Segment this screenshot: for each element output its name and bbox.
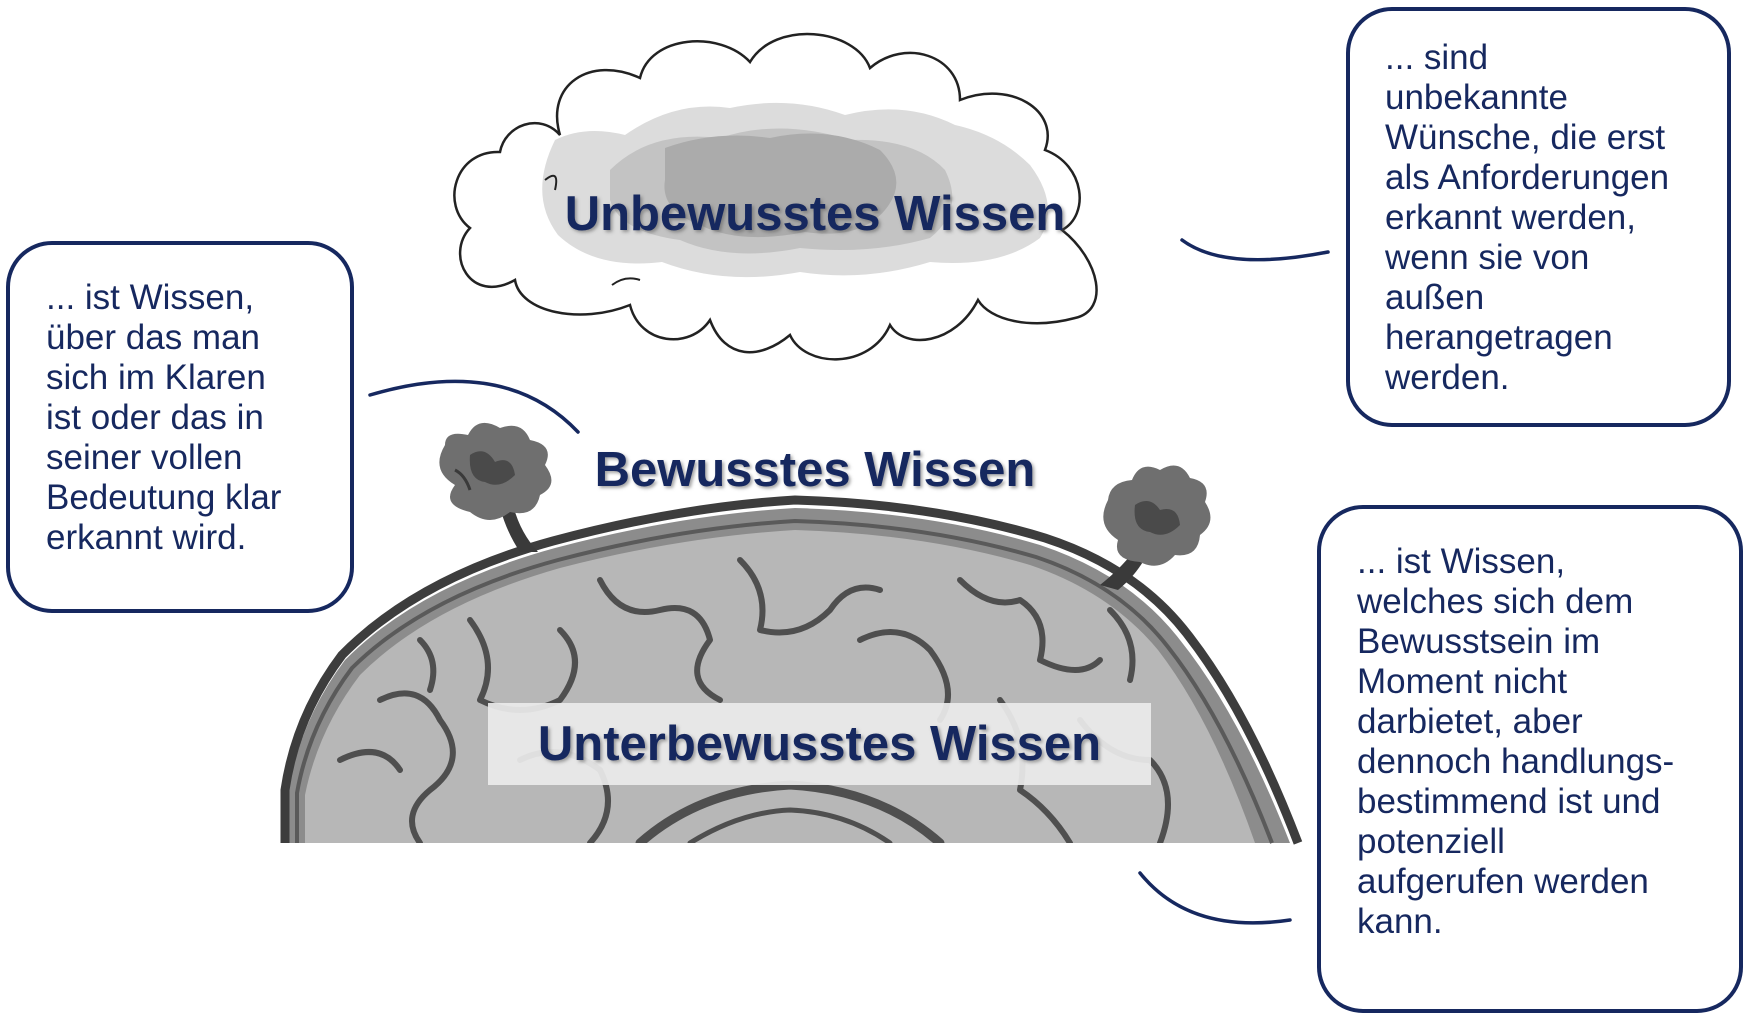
connector-unbewusst (1180, 238, 1330, 262)
tree-icon-right (1100, 465, 1211, 590)
callout-unbewusstes-wissen: ... sind unbekannte Wünsche, die erst al… (1346, 7, 1731, 427)
callout-bewusstes-wissen: ... ist Wissen, über das man sich im Kla… (6, 241, 354, 613)
connector-bewusst (368, 379, 580, 434)
label-bewusstes-wissen: Bewusstes Wissen (594, 443, 1036, 497)
cloud-icon (453, 32, 1098, 361)
connector-unterbewusst (1138, 871, 1292, 925)
connector-lines (368, 238, 1330, 925)
label-unbewusstes-wissen: Unbewusstes Wissen (564, 187, 1066, 241)
label-unterbewusstes-wissen: Unterbewusstes Wissen (488, 703, 1151, 785)
tree-icon-left (439, 422, 552, 552)
callout-unterbewusstes-wissen: ... ist Wissen, welches sich dem Bewusst… (1317, 505, 1743, 1013)
